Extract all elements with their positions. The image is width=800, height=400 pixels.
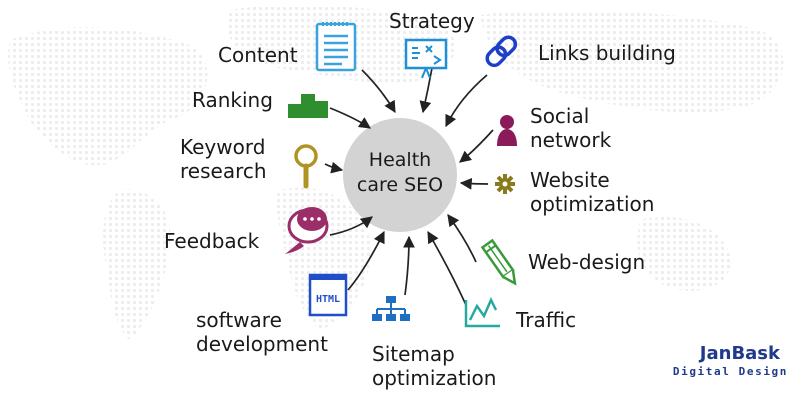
arrow-feedback — [329, 216, 373, 236]
arrow-keyword-research — [324, 161, 344, 174]
whiteboard-icon — [404, 38, 448, 79]
line-graph-icon — [464, 297, 500, 328]
sitemap-icon — [372, 296, 410, 321]
label-content: Content — [218, 43, 298, 67]
label-social-network: Social network — [530, 104, 611, 152]
label-web-design: Web-design — [528, 250, 646, 274]
label-links-building: Links building — [538, 41, 676, 65]
hub-label: Health care SEO — [340, 148, 460, 198]
hub-label-line2: care SEO — [356, 174, 444, 196]
label-feedback: Feedback — [164, 229, 260, 253]
label-website-optimization-line2: optimization — [530, 192, 655, 216]
janbask-logo: JanBask — [699, 343, 780, 364]
person-icon — [497, 115, 517, 146]
hub-label-line1: Health — [368, 149, 432, 171]
chat-bubble-icon — [285, 207, 329, 254]
label-strategy: Strategy — [389, 9, 475, 33]
arrows — [324, 67, 494, 306]
arrow-strategy — [419, 67, 433, 114]
hub-circle — [343, 118, 457, 232]
arrow-links-building — [445, 74, 488, 128]
chain-link-icon — [485, 35, 518, 68]
label-software-development-line1: software — [196, 308, 282, 332]
label-social-network-line1: Social — [530, 104, 590, 128]
arrow-software-development — [347, 230, 385, 291]
notepad-icon — [315, 22, 357, 72]
arrow-sitemap — [403, 235, 415, 296]
label-sitemap-optimization: Sitemap optimization — [372, 342, 496, 390]
arrow-web-design — [447, 214, 477, 263]
label-traffic: Traffic — [516, 308, 577, 332]
magnifier-icon — [294, 144, 318, 189]
arrow-ranking — [329, 107, 371, 129]
label-website-optimization-line1: Website — [530, 168, 610, 192]
arrow-traffic — [427, 230, 467, 306]
label-keyword-research-line1: Keyword — [180, 135, 266, 159]
label-sitemap-optimization-line2: optimization — [372, 366, 497, 390]
pencil-icon — [480, 238, 517, 286]
label-sitemap-optimization-line1: Sitemap — [372, 342, 455, 366]
html-icon: HTML — [308, 273, 348, 317]
janbask-tagline: Digital Design — [672, 365, 788, 378]
arrow-content — [361, 69, 396, 114]
label-software-development: software development — [196, 308, 328, 356]
label-keyword-research-line2: research — [180, 159, 267, 183]
label-social-network-line2: network — [530, 128, 612, 152]
podium-icon — [288, 94, 328, 118]
label-keyword-research: Keyword research — [180, 135, 267, 183]
arrow-website-optimization — [459, 177, 489, 190]
arrow-social-network — [459, 129, 494, 163]
svg-text:HTML: HTML — [316, 294, 340, 305]
label-ranking: Ranking — [192, 88, 273, 112]
label-website-optimization: Website optimization — [530, 168, 654, 216]
label-software-development-line2: development — [196, 332, 328, 356]
gear-icon — [495, 174, 515, 194]
